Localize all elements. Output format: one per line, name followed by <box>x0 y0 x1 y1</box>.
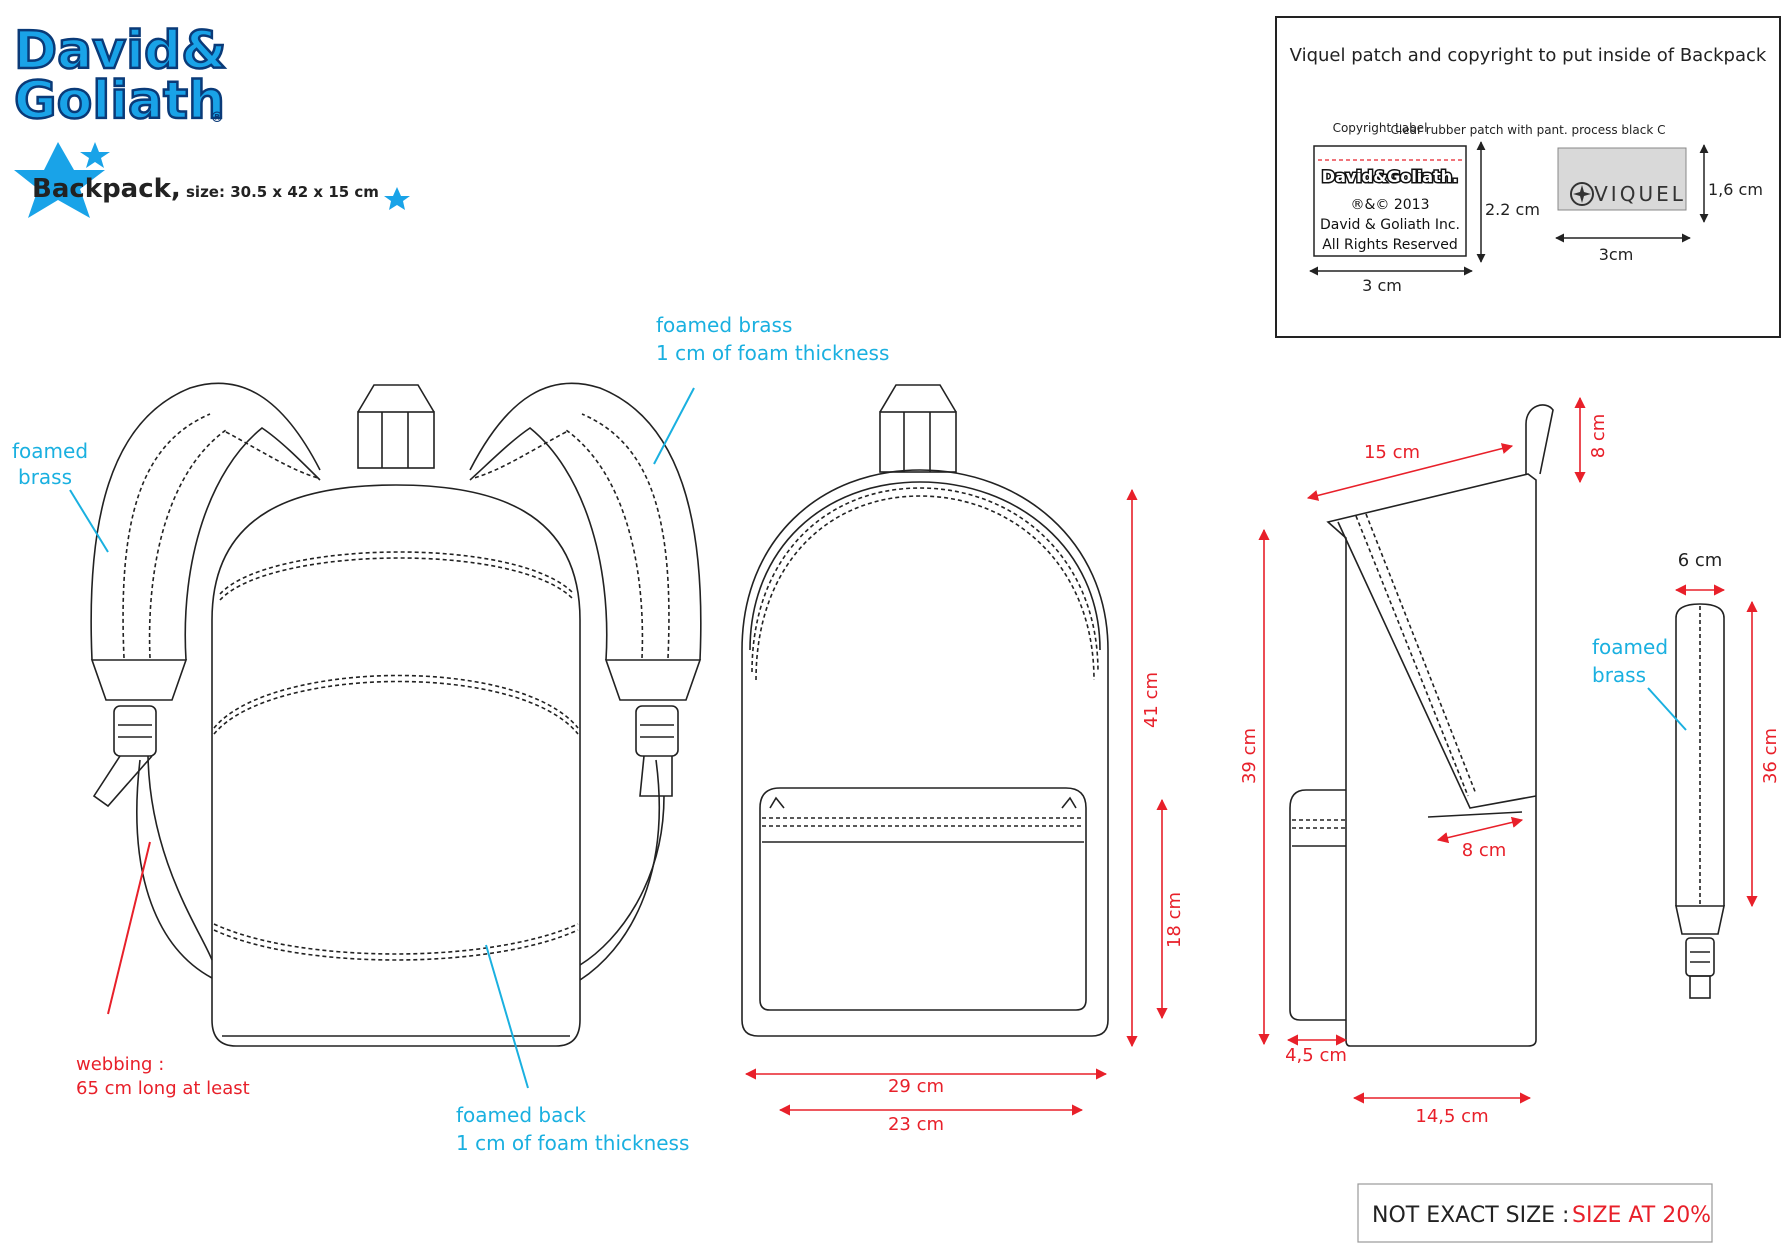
dim-front-width: 29 cm <box>888 1076 944 1097</box>
patch-info-box: Viquel patch and copyright to put inside… <box>1275 16 1781 338</box>
scale-note: NOT EXACT SIZE : SIZE AT 20% <box>1357 1183 1713 1243</box>
strap-detail-view <box>1675 603 1725 999</box>
patch-box-title: Viquel patch and copyright to put inside… <box>1290 45 1767 66</box>
copyright-label-caption: Copyright Label <box>1333 121 1428 135</box>
callout-foamed-back-1: foamed back <box>456 1103 586 1127</box>
rubber-patch-caption: Clear rubber patch with pant. process bl… <box>1391 123 1666 137</box>
product-title: Backpack, size: 30.5 x 42 x 15 cm <box>14 142 410 218</box>
copyright-label-height: 2.2 cm <box>1485 200 1540 219</box>
callout-foamed-brass-top-1: foamed brass <box>656 313 792 337</box>
dim-side-top: 15 cm <box>1364 442 1420 463</box>
brand-registered-mark: ® <box>210 110 224 126</box>
dim-pocket-height: 18 cm <box>1164 892 1185 948</box>
side-view-dimensions: 15 cm 8 cm 39 cm 8 cm 4,5 cm 14,5 cm <box>1239 396 1609 1127</box>
copyright-label-width: 3 cm <box>1362 276 1402 295</box>
callout-foamed-brass-left-1: foamed <box>12 439 88 463</box>
copyright-label-rights: All Rights Reserved <box>1322 237 1458 253</box>
small-star-icon-end <box>384 187 410 210</box>
copyright-label <box>1313 145 1467 257</box>
copyright-label-company: David & Goliath Inc. <box>1320 217 1460 233</box>
callout-foamed-brass-left-2: brass <box>18 465 72 489</box>
dim-side-bottom: 14,5 cm <box>1415 1106 1488 1127</box>
callout-webbing-1: webbing : <box>76 1054 164 1075</box>
dim-side-height: 39 cm <box>1239 728 1260 784</box>
callout-webbing-2: 65 cm long at least <box>76 1078 250 1099</box>
backpack-back-view <box>90 382 702 1047</box>
callout-foamed-brass-side-2: brass <box>1592 663 1646 687</box>
rubber-patch-height: 1,6 cm <box>1708 180 1763 199</box>
callout-foamed-brass-side-1: foamed <box>1592 635 1668 659</box>
dim-side-inner: 8 cm <box>1462 840 1507 861</box>
dim-strap-width: 6 cm <box>1678 550 1723 571</box>
brand-line-1: David& <box>14 21 227 81</box>
brand-logo: David& Goliath ® <box>13 20 228 133</box>
back-view-callouts: foamed brass foamed brass 1 cm of foam t… <box>12 313 889 1155</box>
scale-note-value: SIZE AT 20% <box>1572 1203 1711 1228</box>
viquel-wordmark: VIQUEL <box>1594 182 1686 206</box>
small-star-icon <box>80 142 110 168</box>
dim-handle: 8 cm <box>1588 414 1609 459</box>
backpack-side-view <box>1289 404 1554 1047</box>
dim-side-pocket: 4,5 cm <box>1285 1045 1347 1066</box>
rubber-patch-width: 3cm <box>1599 245 1634 264</box>
star-icon <box>14 142 105 218</box>
front-view-dimensions: 41 cm 18 cm 29 cm 23 cm <box>744 488 1185 1135</box>
product-size: size: 30.5 x 42 x 15 cm <box>186 183 379 201</box>
backpack-front-view <box>741 384 1109 1037</box>
callout-foamed-brass-top-2: 1 cm of foam thickness <box>656 341 889 365</box>
copyright-label-brand: David&Goliath. <box>1322 167 1458 186</box>
copyright-label-year: ®&© 2013 <box>1351 197 1430 213</box>
dim-front-height: 41 cm <box>1141 672 1162 728</box>
dim-pocket-width: 23 cm <box>888 1114 944 1135</box>
callout-foamed-back-2: 1 cm of foam thickness <box>456 1131 689 1155</box>
brand-line-2: Goliath <box>14 71 225 131</box>
product-name: Backpack, <box>32 174 181 204</box>
dim-strap-length: 36 cm <box>1760 728 1781 784</box>
rubber-patch <box>1557 147 1687 211</box>
strap-detail-labels: 6 cm 36 cm foamed brass <box>1592 550 1781 908</box>
viquel-logo-icon <box>1570 182 1594 206</box>
scale-note-prefix: NOT EXACT SIZE : <box>1372 1203 1569 1228</box>
